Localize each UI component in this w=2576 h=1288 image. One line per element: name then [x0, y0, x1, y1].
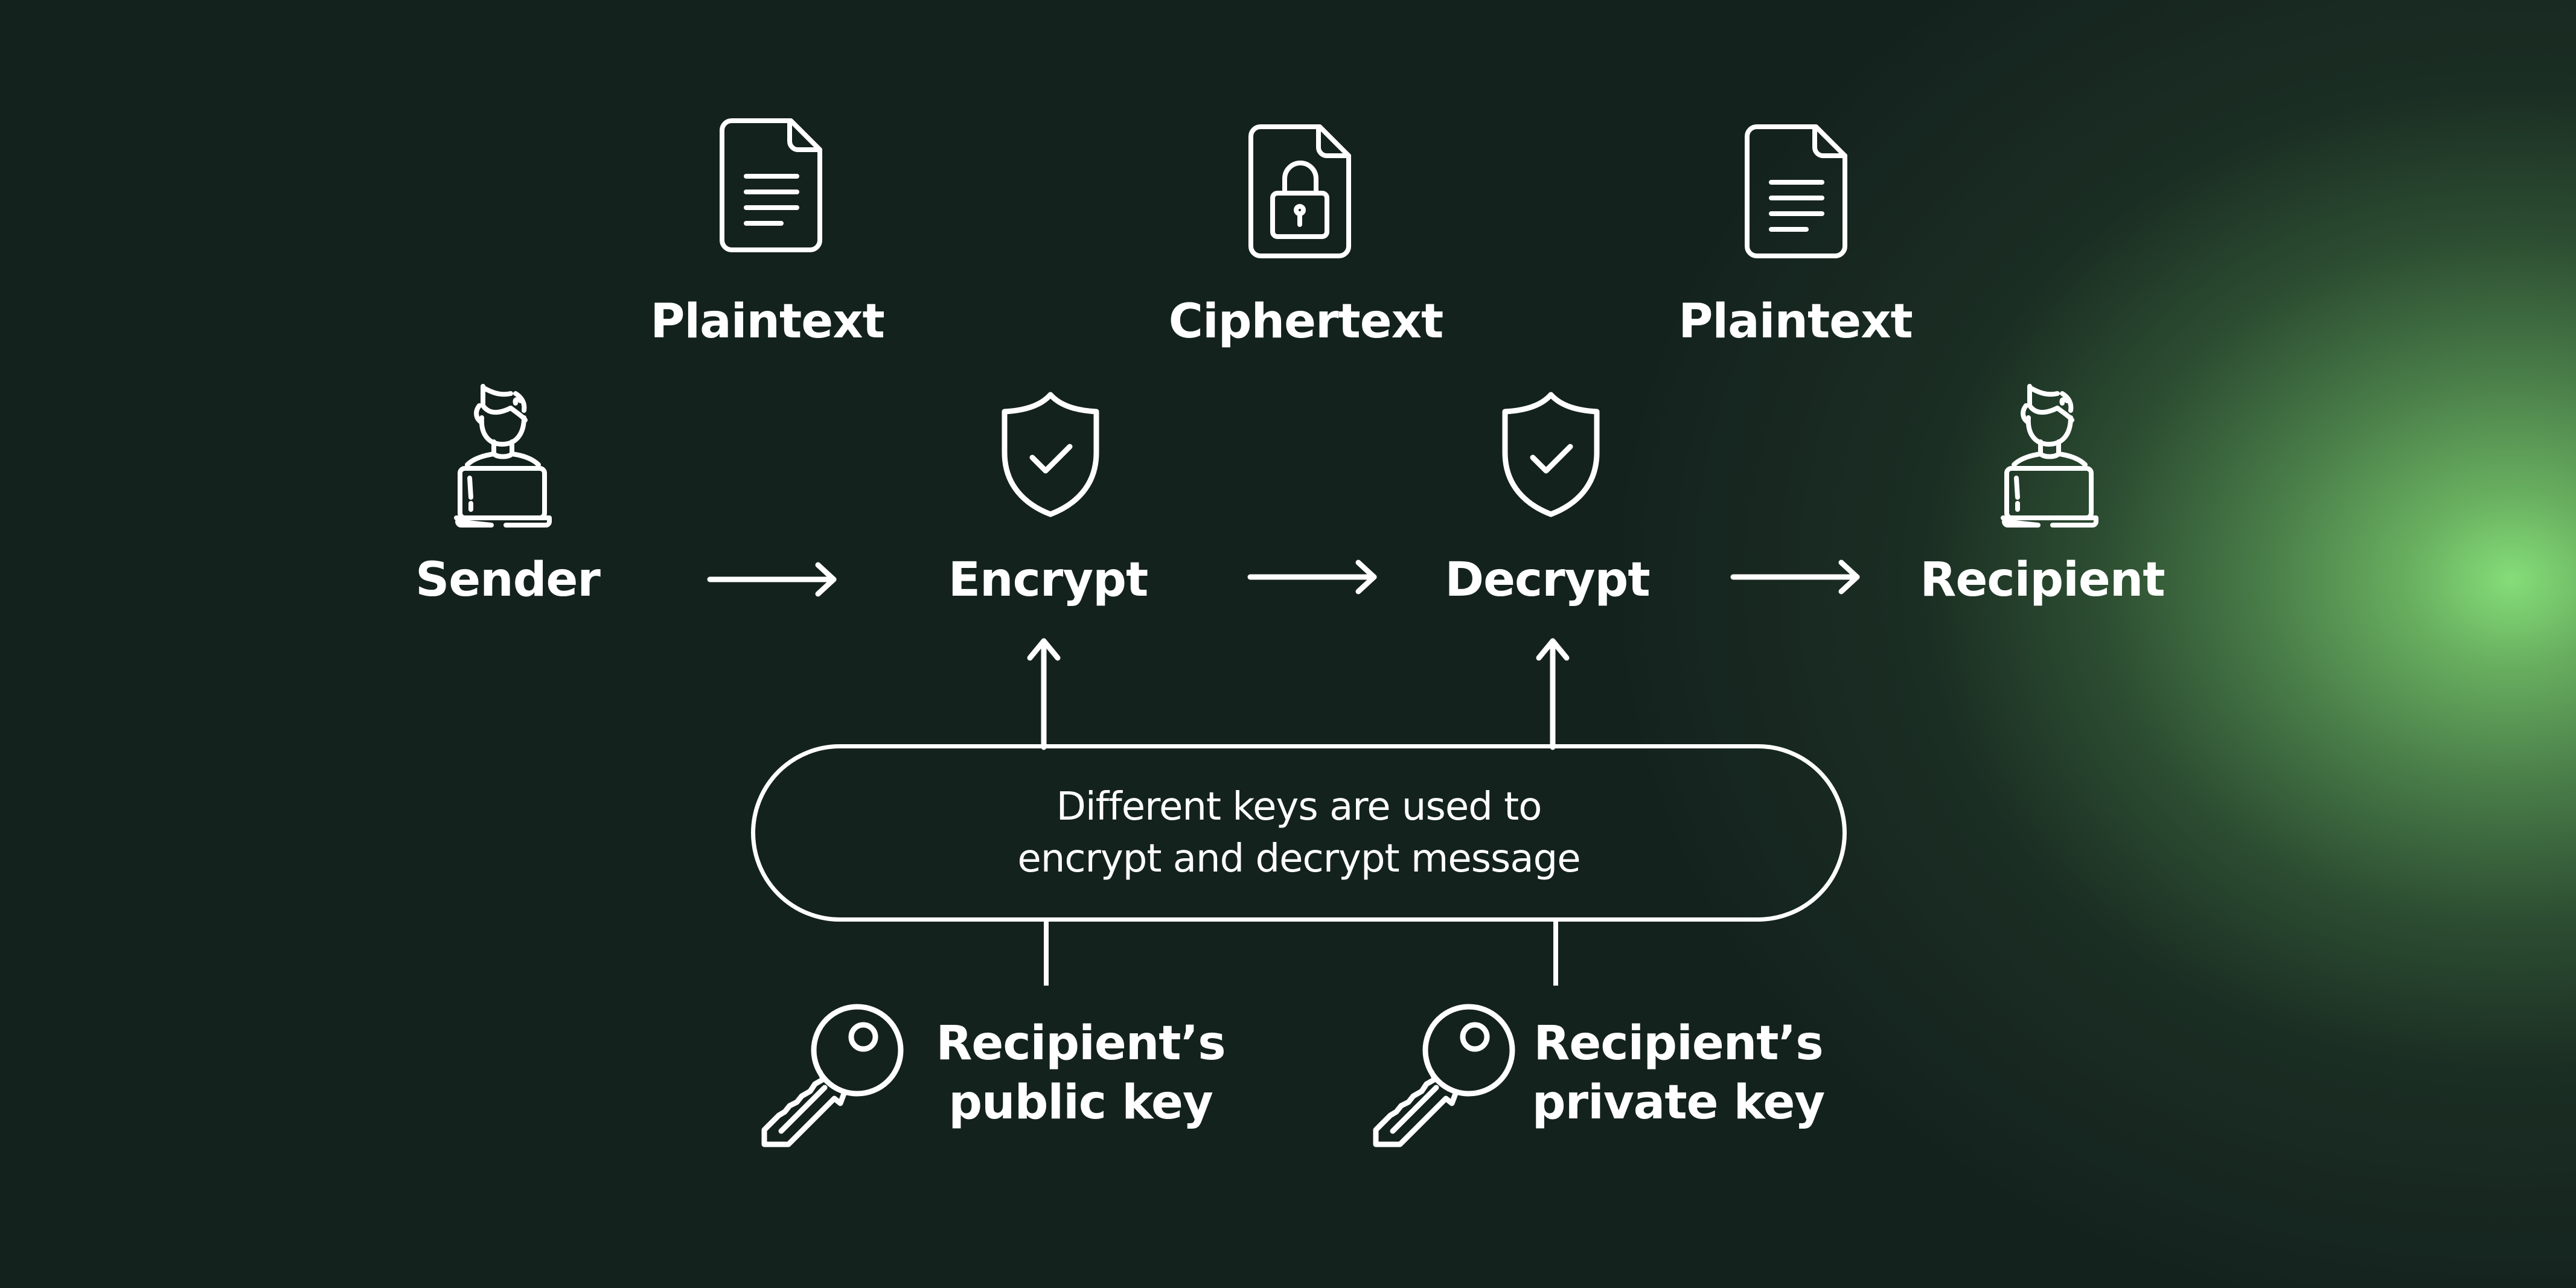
flow-label-recipient: Recipient [1920, 553, 2165, 607]
key-label-public: Recipient’s public key [936, 1014, 1226, 1132]
note-text: Different keys are used to encrypt and d… [1017, 781, 1580, 885]
document-label-plaintext-1: Plaintext [650, 295, 885, 349]
key-label-private-line-1: Recipient’s [1533, 1016, 1823, 1071]
connector-line-private-key [1553, 922, 1558, 986]
document-label-plaintext-2: Plaintext [1678, 295, 1913, 349]
note-line-2: encrypt and decrypt message [1017, 837, 1580, 881]
document-text-icon [1745, 124, 1847, 258]
key-usage-note: Different keys are used to encrypt and d… [751, 744, 1847, 922]
shield-check-icon [1498, 390, 1604, 518]
note-line-1: Different keys are used to [1056, 785, 1542, 829]
arrow-up-icon [1025, 636, 1063, 750]
flow-label-encrypt: Encrypt [948, 553, 1148, 607]
key-label-public-line-2: public key [948, 1076, 1213, 1130]
key-label-private-line-2: private key [1532, 1076, 1825, 1130]
key-icon [761, 1004, 904, 1147]
flow-label-decrypt: Decrypt [1445, 553, 1650, 607]
arrow-up-icon [1534, 636, 1571, 750]
key-label-private: Recipient’s private key [1532, 1014, 1825, 1132]
shield-check-icon [997, 390, 1104, 518]
key-label-public-line-1: Recipient’s [936, 1016, 1226, 1071]
person-laptop-icon [2001, 381, 2100, 528]
key-icon [1373, 1004, 1515, 1147]
arrow-right-icon [707, 560, 839, 599]
document-lock-icon [1248, 124, 1351, 258]
document-text-icon [720, 118, 822, 252]
document-label-ciphertext: Ciphertext [1168, 295, 1443, 349]
arrow-right-icon [1730, 558, 1862, 596]
flow-label-sender: Sender [415, 553, 601, 607]
connector-line-public-key [1044, 922, 1049, 986]
arrow-right-icon [1247, 558, 1379, 596]
person-laptop-icon [454, 381, 553, 528]
